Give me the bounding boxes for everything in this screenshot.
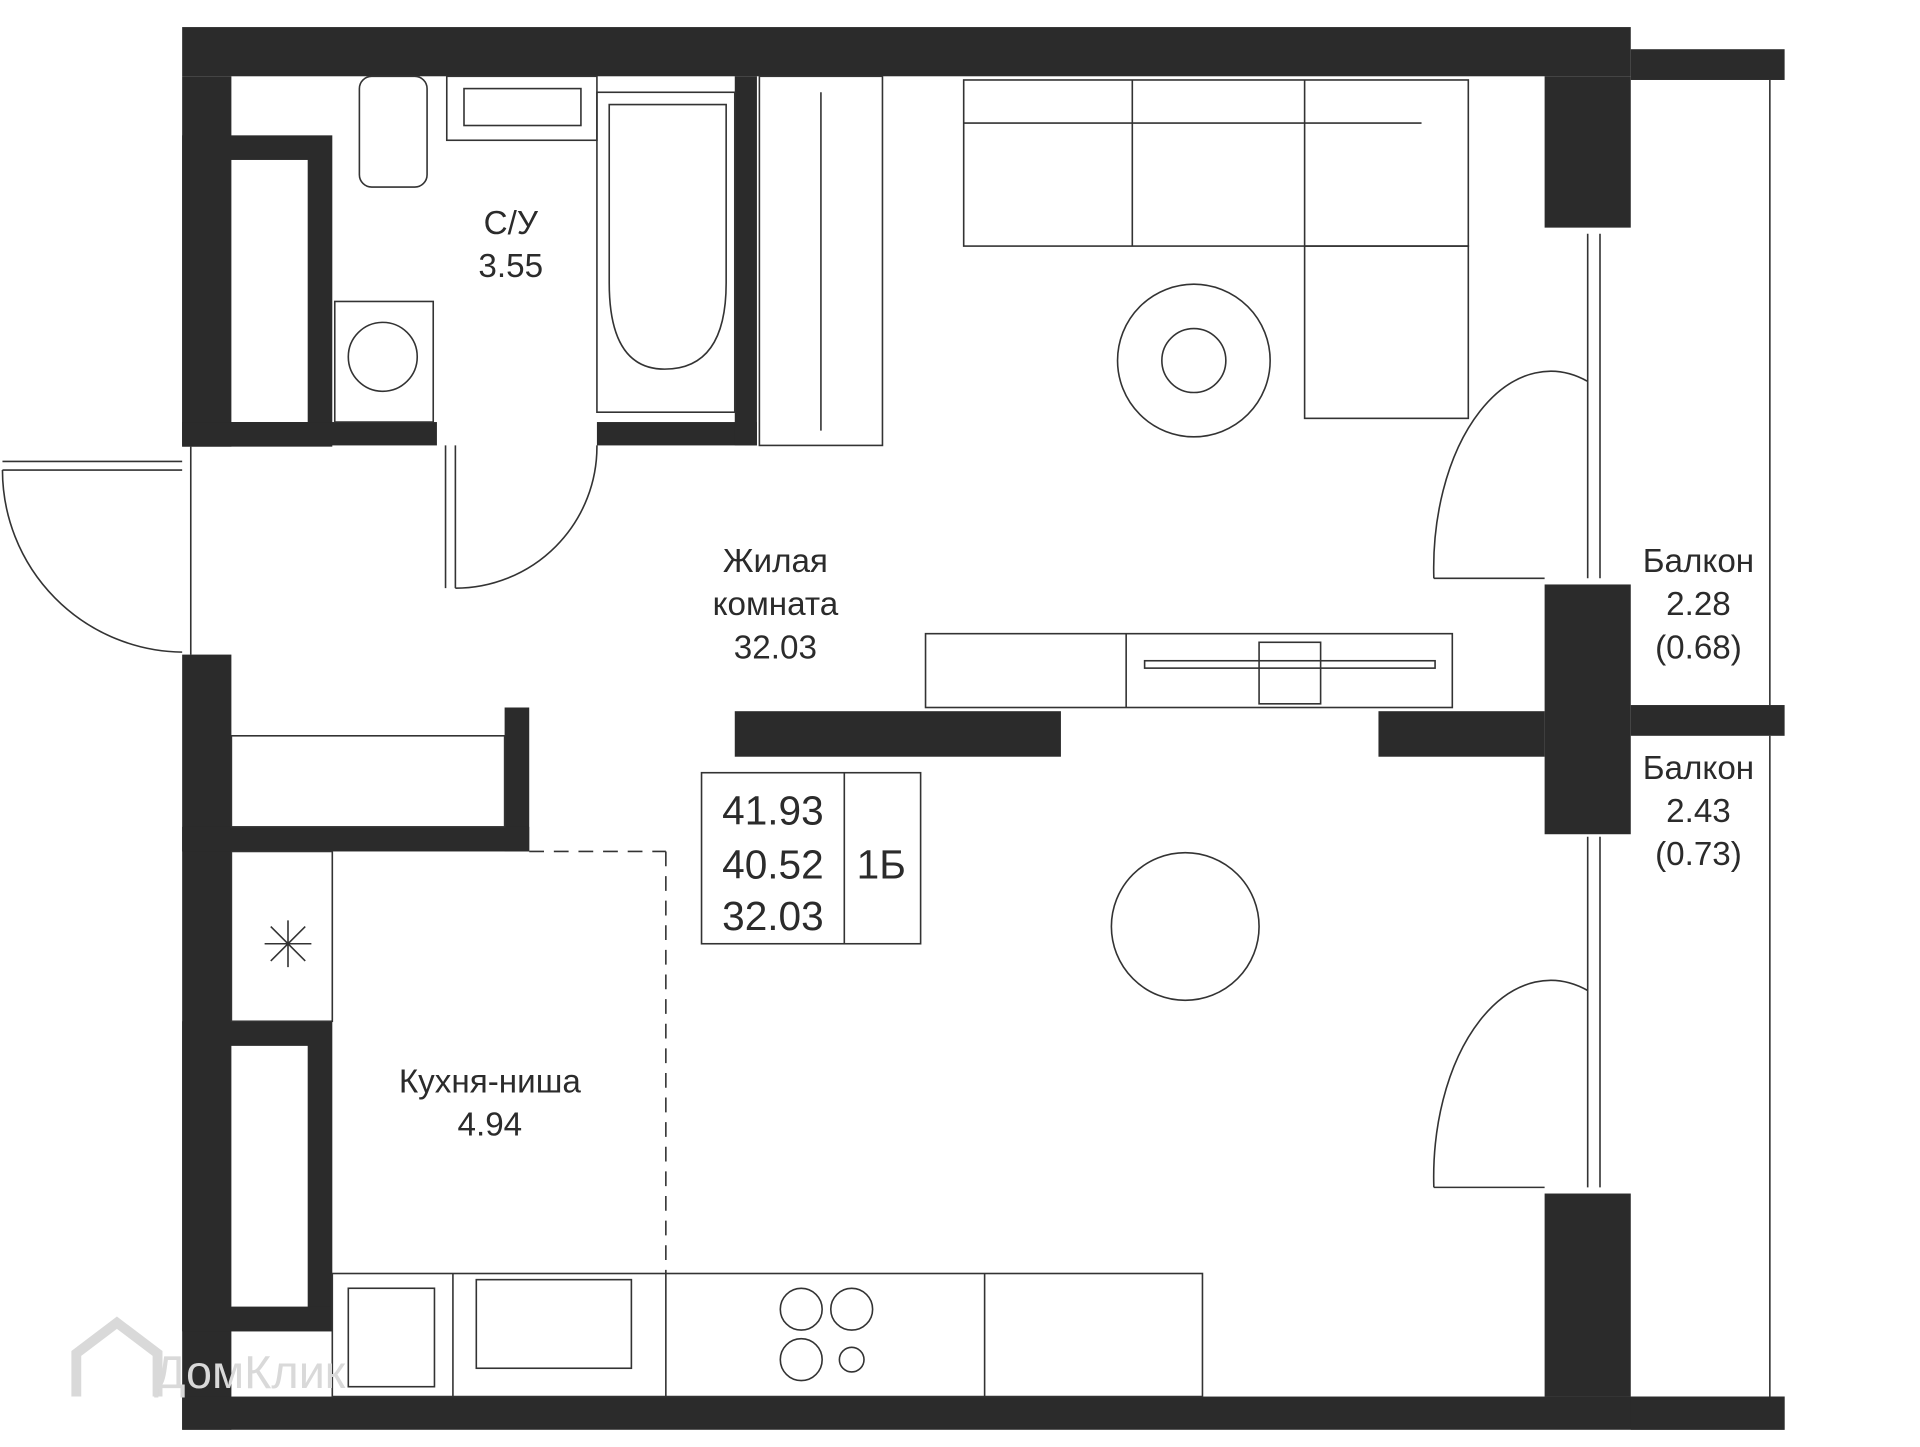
apartment-type: 1Б xyxy=(857,842,906,888)
watermark: ДомКлик xyxy=(71,1316,346,1398)
room-area-living: 32.03 xyxy=(734,629,817,666)
room-reduced-area-balcony-2: (0.73) xyxy=(1655,836,1742,873)
room-name-bathroom: С/У xyxy=(484,205,539,242)
room-name-kitchen: Кухня-ниша xyxy=(399,1064,582,1101)
watermark-text: ДомКлик xyxy=(154,1346,346,1398)
room-area-kitchen: 4.94 xyxy=(458,1107,523,1144)
furniture xyxy=(230,75,1470,1398)
room-area-balcony-1: 2.28 xyxy=(1666,586,1731,623)
total-area: 41.93 xyxy=(722,787,824,833)
room-area-balcony-2: 2.43 xyxy=(1666,793,1731,830)
room-name-living-2: комната xyxy=(713,586,839,623)
room-area-bathroom: 3.55 xyxy=(478,248,543,285)
area-without-balconies: 40.52 xyxy=(722,842,824,888)
room-name-living-1: Жилая xyxy=(723,543,828,580)
room-reduced-area-balcony-1: (0.68) xyxy=(1655,629,1742,666)
summary-box: 41.93 40.52 32.03 1Б xyxy=(700,771,922,945)
room-name-balcony-1: Балкон xyxy=(1643,543,1754,580)
doors xyxy=(1,233,1601,1189)
house-logo-icon xyxy=(71,1316,163,1397)
room-name-balcony-2: Балкон xyxy=(1643,750,1754,787)
walls xyxy=(182,27,1785,1430)
living-area: 32.03 xyxy=(722,893,824,939)
